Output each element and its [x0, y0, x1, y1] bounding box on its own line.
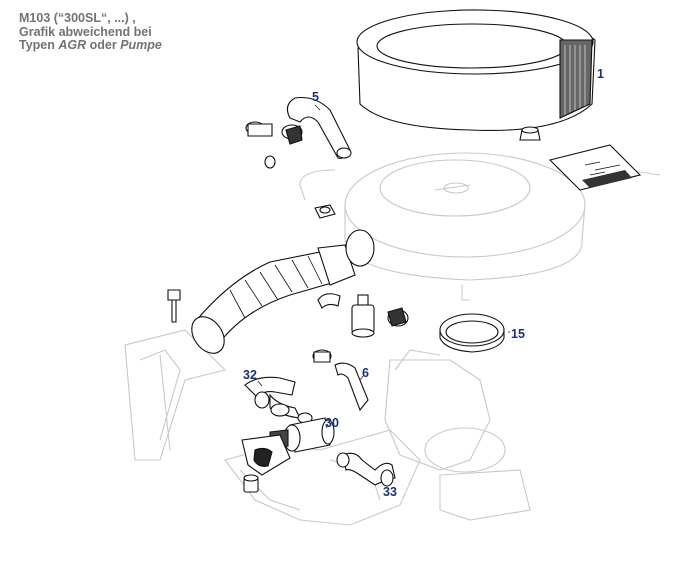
air-cleaner-housing-ghost	[299, 152, 661, 301]
diagram-caption: M103 (“300SL“, ...) , Grafik abweichend …	[19, 11, 162, 53]
clip-part	[317, 293, 341, 309]
callout-1: 1	[597, 67, 604, 81]
hose-part-6	[312, 349, 369, 412]
callout-15: 15	[511, 327, 525, 341]
check-valve-part	[351, 294, 375, 338]
wing-nut-part	[519, 126, 541, 141]
callout-6: 6	[362, 366, 369, 380]
vent-hose-part-5	[245, 96, 352, 169]
leader-lines	[257, 104, 510, 429]
caption-agr: AGR	[58, 38, 87, 52]
caption-line-3: Typen AGR oder Pumpe	[19, 38, 162, 53]
seal-ring-part-15	[439, 313, 505, 353]
intake-duct-ghost	[124, 329, 227, 461]
callout-33: 33	[383, 485, 397, 499]
caption-line-1: M103 (“300SL“, ...) ,	[19, 11, 136, 25]
caption-pumpe: Pumpe	[120, 38, 162, 52]
caption-line-3-mid: oder	[86, 38, 121, 52]
hex-nut-part	[314, 204, 336, 219]
label-plate-part	[548, 144, 642, 191]
throttle-body-ghost	[384, 349, 531, 521]
air-filter-element	[356, 9, 596, 131]
hose-part-32	[244, 376, 313, 424]
callout-5: 5	[312, 90, 319, 104]
callout-32: 32	[243, 368, 257, 382]
caption-line-2: Grafik abweichend bei	[19, 24, 152, 39]
idle-valve-part-30	[269, 417, 335, 453]
fitting-part	[387, 307, 409, 327]
bracket-part	[241, 434, 291, 476]
intake-hose	[191, 229, 375, 354]
bushing-part	[243, 474, 259, 493]
hose-part-33	[336, 452, 396, 487]
caption-line-3-prefix: Typen	[19, 38, 59, 52]
bolt-part	[167, 289, 181, 323]
callout-30: 30	[325, 416, 339, 430]
